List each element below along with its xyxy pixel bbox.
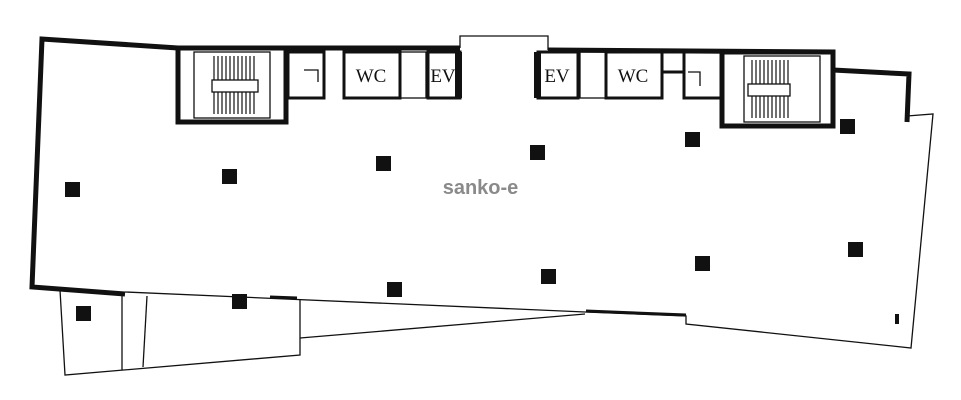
shaft-right-a <box>660 50 686 74</box>
column <box>840 119 855 134</box>
column <box>222 169 237 184</box>
column <box>685 132 700 147</box>
core-right <box>534 50 724 100</box>
exterior-walls <box>29 35 934 349</box>
shaft-left-a-door <box>304 69 319 82</box>
exterior-wall-top-right <box>547 47 912 123</box>
stair-right-landing <box>747 83 791 97</box>
entrance-bay <box>459 35 549 50</box>
shaft-left-b <box>399 51 427 99</box>
column <box>848 242 863 257</box>
stair-right-treads <box>751 60 789 118</box>
column <box>530 145 545 160</box>
stair-left-enclosure <box>175 45 289 125</box>
wing-outline <box>59 289 301 376</box>
room-label-ev-right: EV <box>544 66 570 87</box>
stair-right-enclosure <box>719 49 836 129</box>
column <box>76 306 91 321</box>
column <box>376 156 391 171</box>
lower-left-wing <box>59 289 586 376</box>
column <box>232 294 247 309</box>
room-label-wc-right: WC <box>618 66 649 87</box>
ev-right-wall <box>534 52 541 98</box>
stair-left-landing <box>211 79 259 93</box>
wc-right-room <box>604 50 664 100</box>
column <box>541 269 556 284</box>
core-left <box>286 50 462 100</box>
column <box>387 282 402 297</box>
shaft-right-b <box>579 51 607 99</box>
structural-columns <box>65 119 899 324</box>
shaft-right-c <box>682 50 724 100</box>
stair-left <box>175 45 289 125</box>
ev-left-wall <box>455 52 462 98</box>
wing-slant-edge <box>299 313 586 339</box>
stair-right <box>719 49 836 129</box>
shaft-right-door <box>688 71 701 86</box>
wing-partition <box>142 295 148 368</box>
room-label-wc-left: WC <box>356 66 387 87</box>
exterior-wall-bottom-stub <box>269 295 298 300</box>
exterior-wall-left <box>29 36 179 297</box>
column <box>695 256 710 271</box>
stair-left-treads <box>213 56 255 114</box>
column-small <box>895 314 899 324</box>
stair-left-box <box>193 51 271 119</box>
column <box>65 182 80 197</box>
stair-right-box <box>743 55 821 123</box>
exterior-wall-bottom-thick <box>585 309 687 317</box>
shaft-left-a <box>286 50 326 100</box>
room-label-ev-left: EV <box>430 66 456 87</box>
exterior-wall-bottom <box>124 291 586 313</box>
